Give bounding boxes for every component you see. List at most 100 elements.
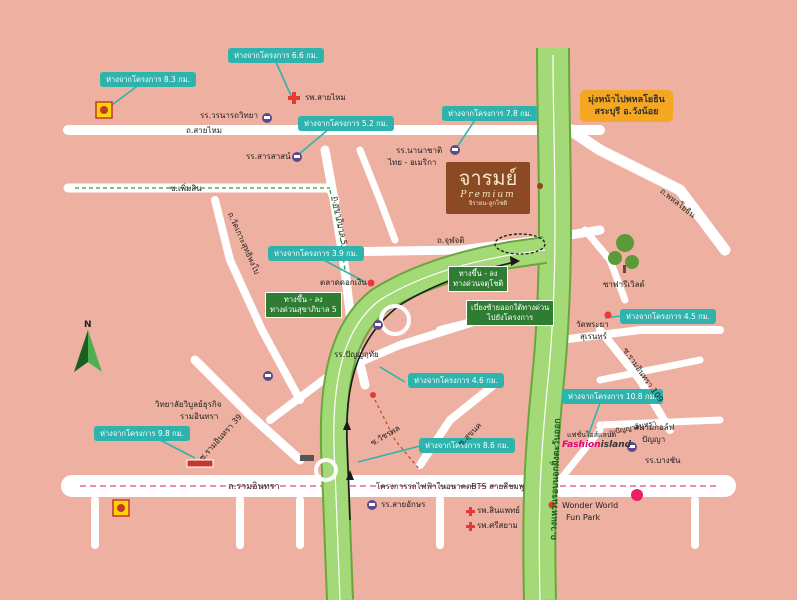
interchange-ramp-south [314, 458, 338, 482]
callout-c2: ห่างจากโครงการ 6.6 กม. [228, 48, 325, 63]
fashion-logo-a: Fashion [562, 440, 601, 450]
callout-line-c1 [107, 83, 141, 109]
callout-c9: ห่างจากโครงการ 10.8 กม. [562, 389, 663, 404]
callout-line-c3 [297, 127, 331, 156]
callout-line-c8 [159, 439, 196, 459]
road-upper-soi [356, 146, 399, 244]
road-wacharaphol [266, 316, 484, 424]
project-logo[interactable]: จารมย์ Premium จิรายน-ลูกโซติ [446, 162, 530, 214]
destination-box: มุ่งหน้าไปพหลโยธิน สระบุรี อ.วังน้อย [580, 90, 673, 122]
destination-line2: สระบุรี อ.วังน้อย [594, 107, 659, 117]
store-icon [95, 101, 113, 119]
callout-line-c9 [587, 402, 601, 437]
callout-c4: ห่างจากโครงการ 7.8 กม. [442, 106, 539, 121]
north-label: N [84, 320, 92, 330]
road-ram-inthra109 [596, 326, 674, 434]
project-marker-icon [537, 183, 543, 189]
callout-line-c4 [454, 119, 476, 151]
callout-line-c5 [319, 257, 366, 283]
place-wonderworld-1: Wonder World [562, 501, 619, 510]
callout-line-c2 [274, 59, 294, 101]
direction-d3-line2: ไปยังโครงการ [487, 313, 534, 322]
callout-line-c6 [379, 366, 406, 383]
interchange-jubjoti [494, 233, 546, 255]
project-subtitle: จิรายน-ลูกโซติ [468, 200, 508, 207]
place-wat-praya-1: วัดพระยา [576, 320, 609, 329]
train-icon [300, 455, 314, 461]
callout-c3: ห่างจากโครงการ 5.2 กม. [298, 116, 395, 131]
place-talad-dokngern: ตลาดดอกเงิน [320, 278, 367, 287]
direction-d2-line2: ทางด่วนจตุโชติ [453, 279, 504, 288]
callout-c10: ห่างจากโครงการ 4.5 กม. [620, 309, 717, 324]
direction-d3-line1: เบี่ยงซ้ายออกใต้ทางด่วน [471, 303, 550, 312]
safari-trees-icon [608, 234, 639, 273]
place-sarasas: รร.สารสาสน์ [246, 152, 291, 161]
place-univ-1: วิทยาลัยวิบูลย์ธุรกิจ [155, 400, 222, 409]
callout-line-c7 [357, 445, 421, 463]
red-cross-icon [288, 92, 300, 104]
location-dot-icon [367, 279, 375, 287]
road-east-grid-3 [596, 416, 724, 429]
road-label-phet-sin: ซ.เพิ่มสิน [170, 184, 202, 193]
place-hospital-srisayam: รพ.ศรีสยาม [477, 521, 518, 530]
project-premium: Premium [460, 190, 516, 200]
road-east-grid-1 [556, 326, 724, 344]
interchange-ramp [379, 304, 411, 336]
callout-c6: ห่างจากโครงการ 4.6 กม. [408, 373, 505, 388]
direction-box-jubjoti: ทางขึ้น - ลง ทางด่วนจตุโชติ [448, 266, 509, 292]
place-sai-aksorn: รร.สายอักษร [381, 500, 426, 509]
place-intl-school-1: รร.นานาชาติ [396, 146, 443, 155]
red-cross-icon [466, 507, 475, 516]
direction-d1-line2: ทางด่วนสุขาภิบาล 5 [270, 305, 337, 314]
highway-kanchanaphisek-centerline [538, 54, 556, 600]
route-arrowhead-2 [343, 420, 351, 430]
road-east-grid-2 [596, 356, 704, 384]
road-phaholyothin-dir [549, 114, 731, 256]
route-arrowhead-3 [510, 256, 520, 266]
location-dot-icon [370, 392, 376, 398]
road-east-grid-4 [556, 426, 604, 484]
fashion-island-logo: Fashionisland [562, 440, 631, 450]
place-fashion-1: แฟชั่นไอส์แลนด์ [567, 431, 617, 439]
route-sukhapiban [329, 189, 346, 271]
project-name: จารมย์ [458, 166, 518, 190]
destination-line1: มุ่งหน้าไปพหลโยธิน [588, 95, 665, 105]
expressway-sukhapiban-centerline [333, 249, 546, 600]
place-wonderworld-2: Fun Park [566, 513, 601, 522]
road-label-jubjoti: ถ.จุฬจติ [437, 236, 465, 245]
road-watkokmaitree [211, 196, 304, 404]
callout-c5: ห่างจากโครงการ 3.9 กม. [268, 246, 365, 261]
place-golf-2: ปัญญา [642, 435, 666, 444]
place-intl-school-2: ไทย - อเมริกา [388, 158, 437, 167]
place-golf-1: สนามกอล์ฟ [634, 423, 675, 432]
place-univ-2: รามอินทรา [180, 412, 219, 421]
road-label-bts: โครงการรถไฟฟ้าในอนาคตBTS สายสีชมพู [376, 482, 525, 491]
place-panyaruthai: รร.ปัญญฤทัย [334, 350, 379, 359]
place-rampanya: รร.บางชัน [645, 456, 681, 465]
red-cross-icon [466, 522, 475, 531]
direction-box-exit: เบี่ยงซ้ายออกใต้ทางด่วน ไปยังโครงการ [466, 300, 555, 326]
callout-c8: ห่างจากโครงการ 9.8 กม. [94, 426, 191, 441]
place-safari: ซาฟารีเวิลด์ [603, 280, 645, 289]
direction-d1-line1: ทางขึ้น - ลง [283, 295, 323, 304]
direction-d2-line1: ทางขึ้น - ลง [458, 269, 498, 278]
place-hospital-saimai: รพ.สายไหม [305, 93, 346, 102]
direction-box-sukhapiban5: ทางขึ้น - ลง ทางด่วนสุขาภิบาล 5 [265, 292, 342, 318]
place-hospital-sinphaet: รพ.สินแพทย์ [477, 506, 520, 515]
north-arrow-icon [74, 330, 102, 372]
road-label-ram-inthra: ถ.รามอินทรา [228, 482, 280, 492]
location-dot-icon [604, 311, 612, 319]
store-icon [631, 489, 643, 501]
road-label-sai-mai: ถ.สายไหม [186, 126, 223, 135]
place-wat-praya-2: สุเรนทร์ [580, 332, 607, 341]
store-icon [112, 499, 130, 517]
route-arrowhead-1 [346, 470, 354, 480]
route-red-2 [374, 399, 421, 471]
place-wornaritwittaya: รร.วรนารถวิทยา [200, 111, 258, 120]
fashion-logo-b: island [600, 440, 632, 450]
location-dot-icon [548, 501, 556, 509]
callout-c1: ห่างจากโครงการ 8.3 กม. [100, 72, 197, 87]
train-icon [186, 459, 214, 468]
